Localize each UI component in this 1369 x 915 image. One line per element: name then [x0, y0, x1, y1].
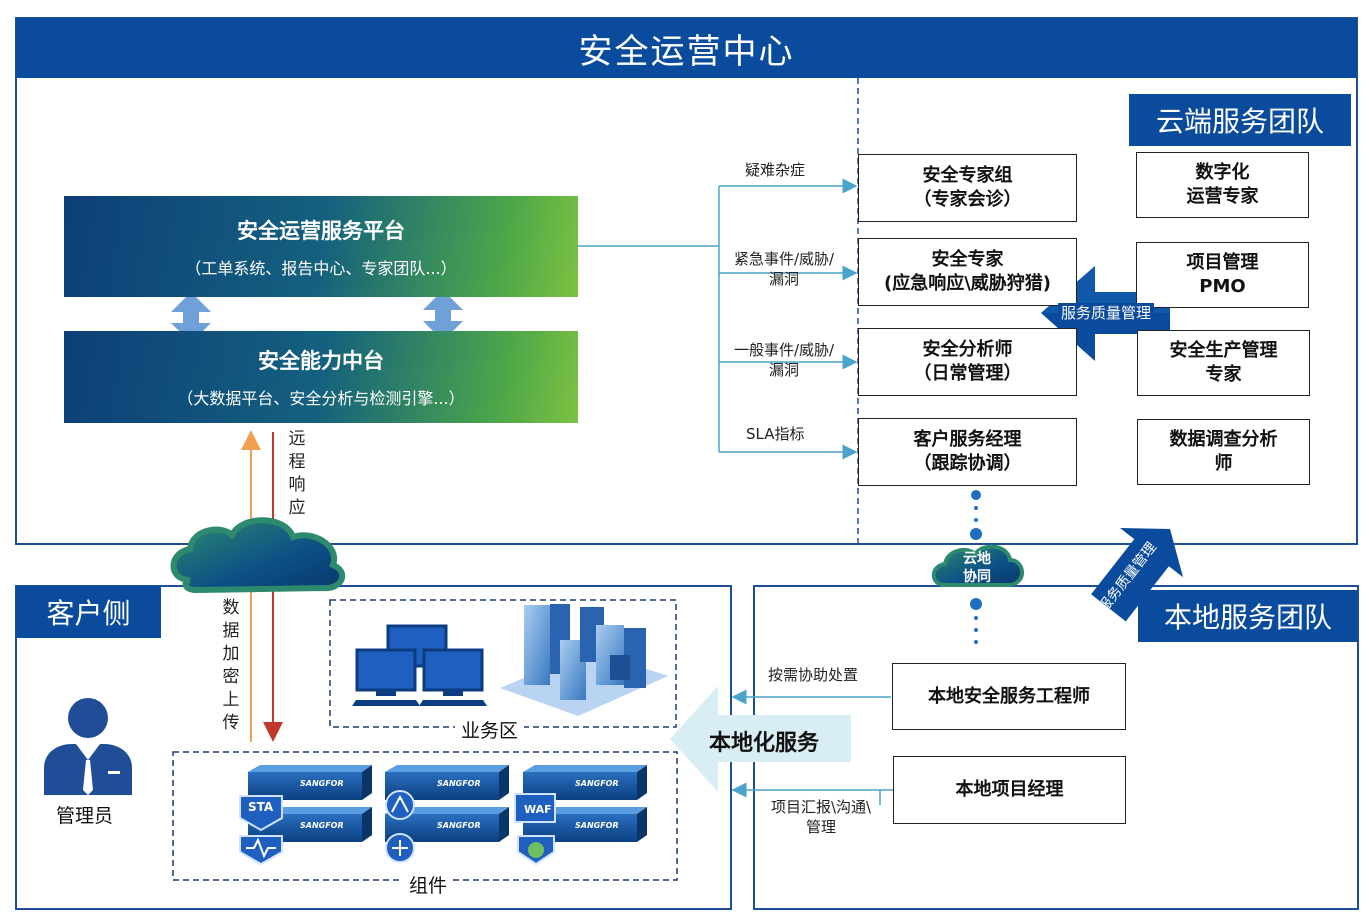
branch-label-b: 紧急事件/威胁/漏洞 — [733, 250, 835, 288]
security-analyst-box: 安全分析师（日常管理） — [858, 328, 1077, 396]
expert-group-box: 安全专家组（专家会诊） — [858, 154, 1077, 222]
device-stack-ips — [385, 765, 509, 863]
remote-response-label: 远程响应 — [288, 429, 306, 518]
collab-cloud-icon — [931, 544, 1024, 587]
local-team-tag: 本地服务团队 — [1138, 590, 1358, 642]
admin-person-icon — [44, 698, 132, 795]
local-service-arrow — [670, 686, 851, 792]
device-brand-5: SANGFOR — [575, 779, 619, 788]
device-brand-6: SANGFOR — [575, 821, 619, 830]
local-engineer-box: 本地安全服务工程师 — [892, 663, 1126, 730]
capability-platform: 安全能力中台 （大数据平台、安全分析与检测引擎...） — [64, 331, 578, 423]
local-service-label: 本地化服务 — [709, 731, 820, 756]
local-pm-box: 本地项目经理 — [893, 756, 1126, 824]
branch-label-c: 一般事件/威胁/漏洞 — [733, 341, 835, 379]
assist-label: 按需协助处置 — [768, 666, 859, 684]
branch-label-d: SLA指标 — [746, 425, 805, 443]
customer-tag: 客户侧 — [16, 586, 161, 638]
service-platform-sub: （工单系统、报告中心、专家团队...） — [185, 258, 457, 278]
workstations-icon — [352, 624, 487, 706]
device-brand-2: SANGFOR — [300, 821, 344, 830]
device-brand-4: SANGFOR — [437, 821, 481, 830]
report-label: 项目汇报\沟通\管理 — [770, 798, 872, 836]
capability-platform-title: 安全能力中台 — [258, 349, 384, 373]
cloud-collab-label: 云地协同 — [963, 551, 991, 585]
device-stack-sta — [239, 765, 372, 866]
admin-label: 管理员 — [56, 805, 114, 827]
components-label: 组件 — [403, 871, 454, 898]
waf-label: WAF — [524, 803, 552, 816]
digital-ops-expert-box: 数字化运营专家 — [1136, 152, 1309, 218]
branch-label-a: 疑难杂症 — [745, 161, 806, 179]
soc-title: 安全运营中心 — [16, 18, 1357, 78]
service-platform-title: 安全运营服务平台 — [237, 218, 405, 243]
business-zone-label: 业务区 — [455, 716, 525, 743]
production-expert-box: 安全生产管理专家 — [1137, 330, 1310, 396]
quality-arrow-label: 服务质量管理 — [1058, 303, 1155, 323]
customer-manager-box: 客户服务经理（跟踪协调） — [858, 418, 1077, 486]
datacenter-icon — [500, 604, 668, 716]
device-brand-1: SANGFOR — [300, 779, 344, 788]
capability-platform-sub: （大数据平台、安全分析与检测引擎...） — [177, 389, 465, 408]
quality-arrow-diagonal — [1091, 528, 1184, 622]
device-brand-3: SANGFOR — [437, 779, 481, 788]
cloud-team-tag: 云端服务团队 — [1129, 94, 1351, 146]
device-stack-waf — [514, 765, 647, 866]
sta-label: STA — [248, 800, 274, 814]
data-upload-label: 数据加密上传 — [222, 598, 240, 733]
security-expert-box: 安全专家(应急响应\威胁狩猎) — [858, 238, 1077, 306]
sync-arrow-left — [171, 292, 211, 343]
sync-arrow-right — [423, 290, 463, 341]
data-analyst-box: 数据调查分析师 — [1137, 419, 1310, 485]
collab-dots — [970, 490, 982, 644]
service-platform: 安全运营服务平台 （工单系统、报告中心、专家团队...） — [64, 196, 578, 297]
internet-cloud-icon — [170, 517, 346, 594]
